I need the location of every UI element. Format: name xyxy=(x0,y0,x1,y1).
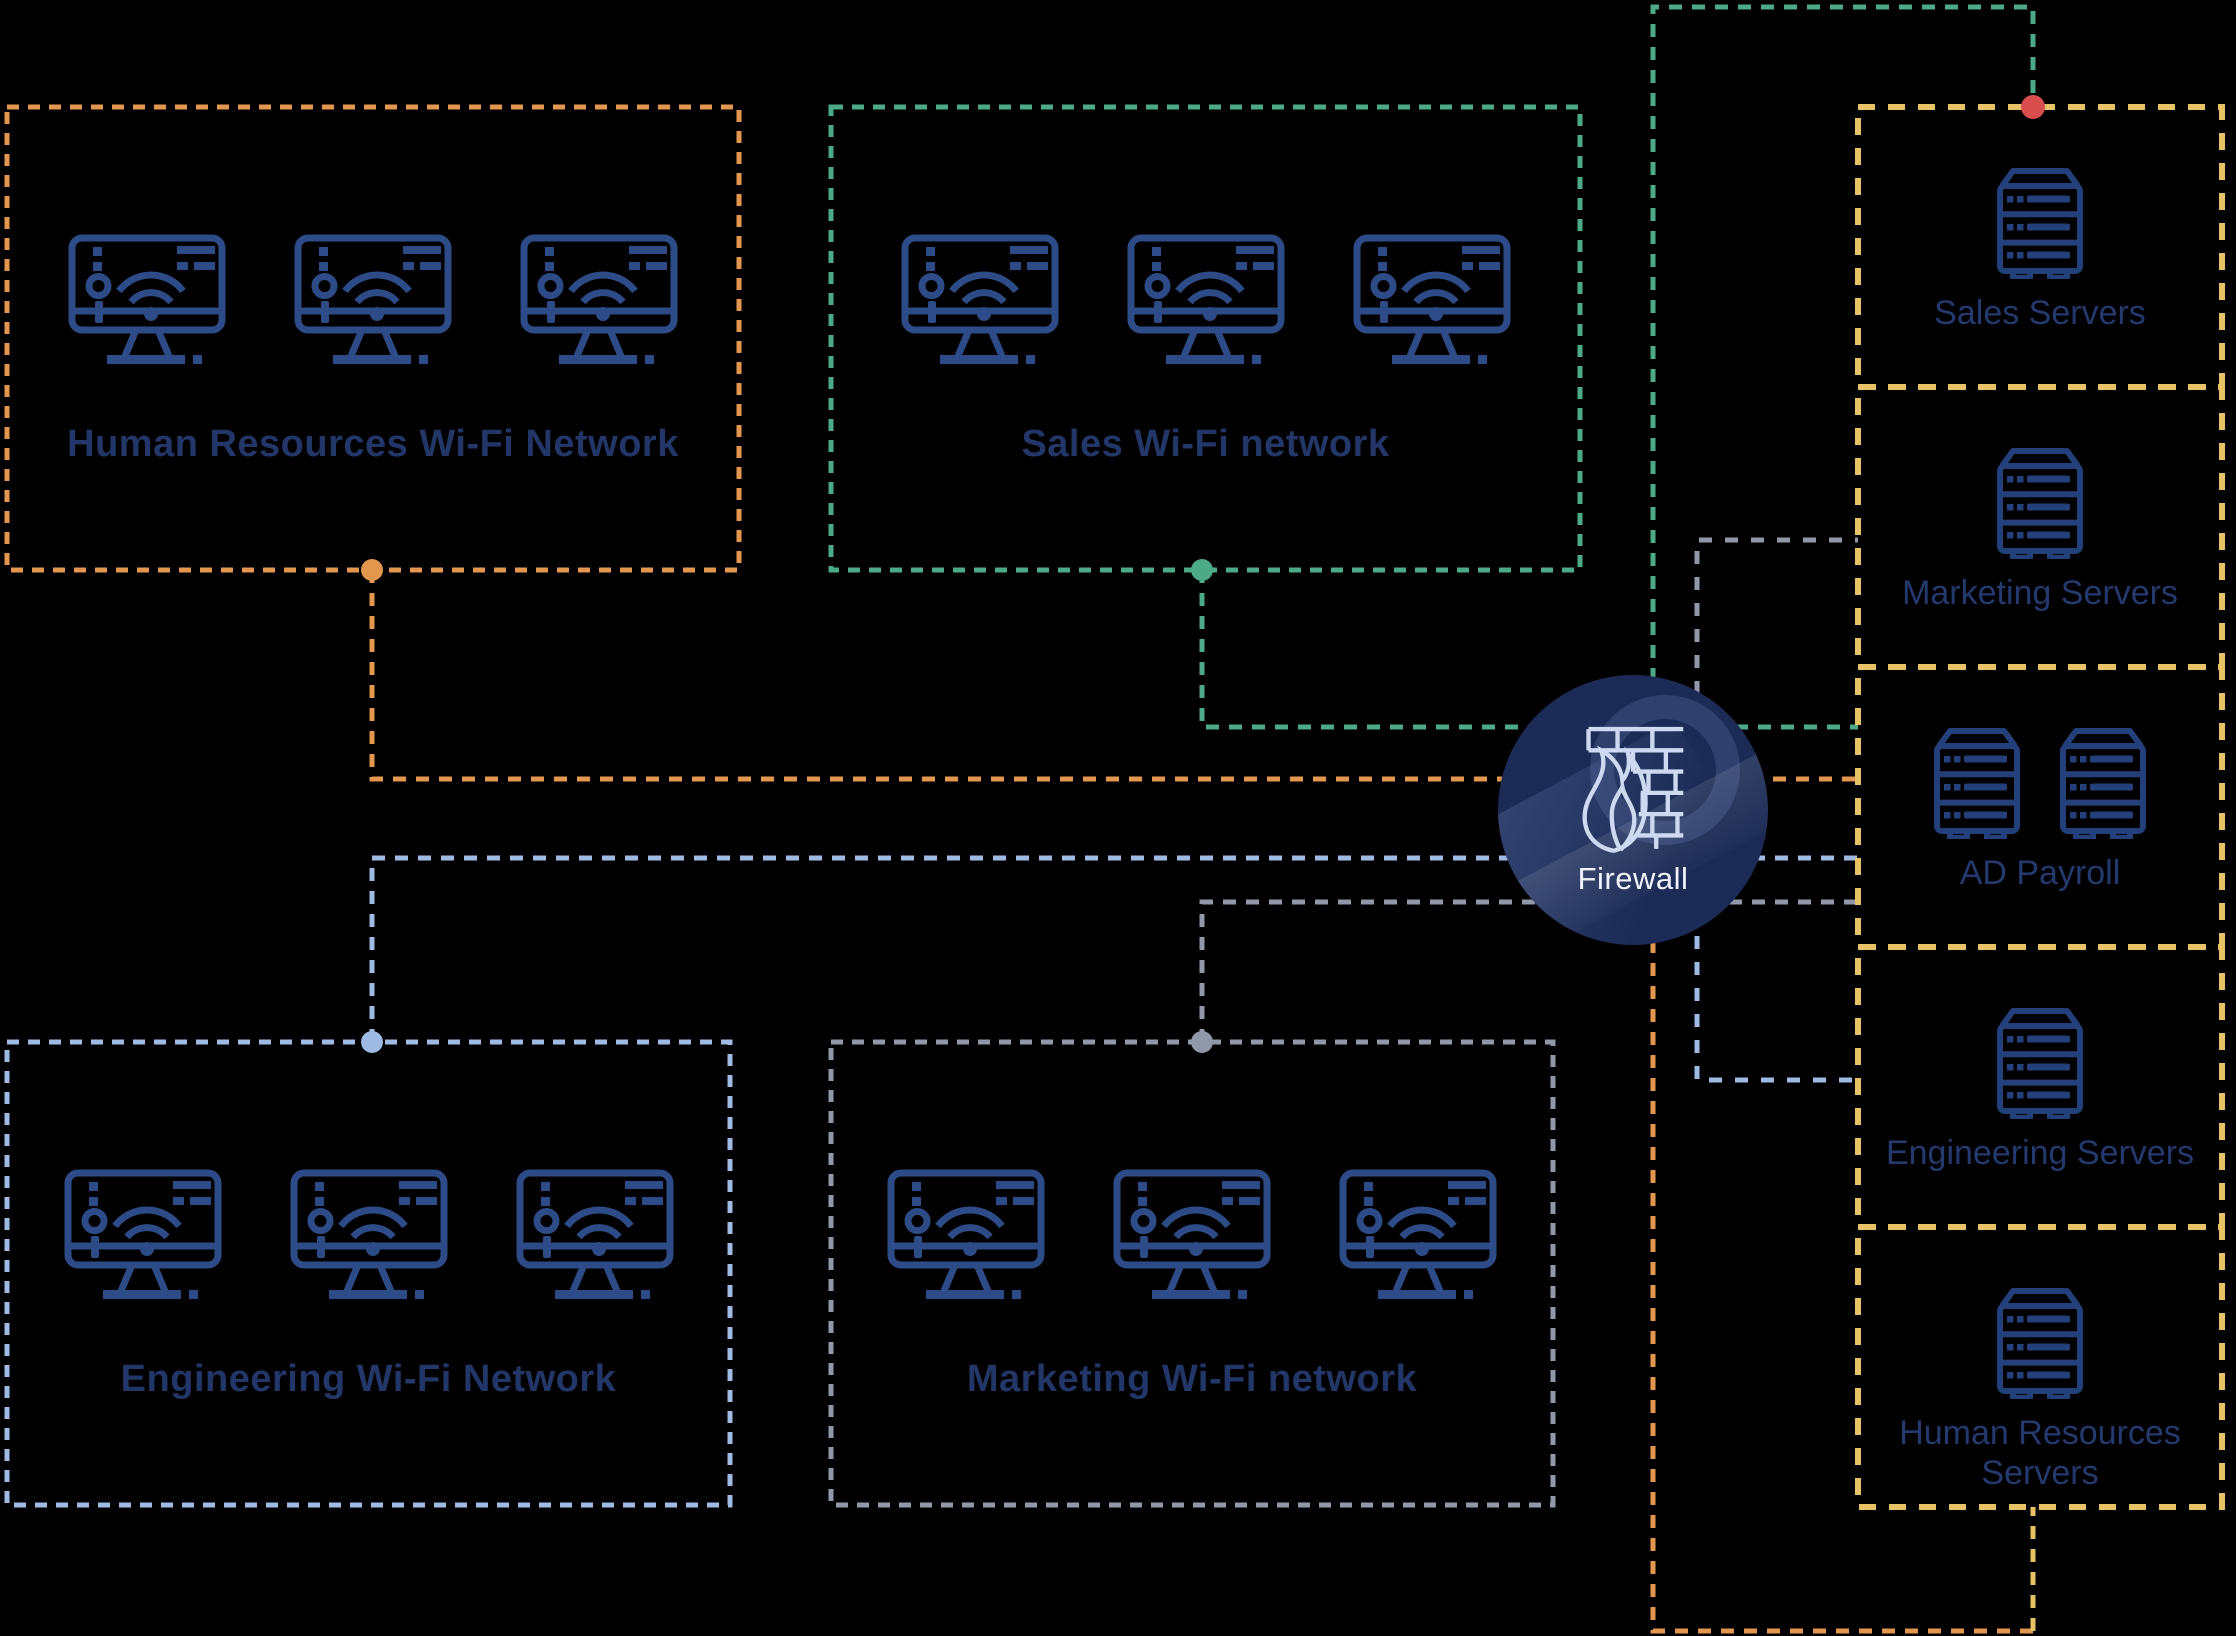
firewall-label: Firewall xyxy=(1577,861,1689,896)
wifi-computer-icon xyxy=(519,233,679,375)
engineering-wifi-to-ad-payroll-line xyxy=(369,855,1858,1042)
ad-payroll-node: AD Payroll xyxy=(1858,667,2222,947)
computer-icons-row xyxy=(67,233,679,375)
hr-wifi-network-label: Human Resources Wi-Fi Network xyxy=(67,423,679,465)
wifi-computer-icon xyxy=(900,233,1060,375)
engineering-wifi-network-node: Engineering Wi-Fi Network xyxy=(7,1042,730,1505)
wifi-computer-icon xyxy=(1338,1168,1498,1310)
server-rack-icon xyxy=(1992,1285,2088,1399)
server-icons-row xyxy=(1929,725,2151,839)
sales-wifi-network-label: Sales Wi-Fi network xyxy=(1021,423,1390,465)
server-rack-icon xyxy=(1992,1005,2088,1119)
server-rack-icon xyxy=(1992,445,2088,559)
wifi-computer-icon xyxy=(1112,1168,1272,1310)
marketing-connection-dot xyxy=(1191,1031,1213,1053)
ad-payroll-label: AD Payroll xyxy=(1959,854,2121,892)
firewall-node: Firewall xyxy=(1498,675,1768,945)
wifi-computer-icon xyxy=(67,233,227,375)
server-icons-row xyxy=(1992,1005,2088,1119)
marketing-servers-node: Marketing Servers xyxy=(1858,387,2222,667)
hr-wifi-to-hr-servers-line xyxy=(1650,779,2033,1634)
marketing-wifi-to-marketing-servers-line xyxy=(1694,537,1858,902)
marketing-wifi-network-node: Marketing Wi-Fi network xyxy=(831,1042,1553,1505)
hr-servers-box-border xyxy=(1855,1224,2225,1510)
engineering-wifi-network-label: Engineering Wi-Fi Network xyxy=(120,1358,617,1400)
computer-icons-row xyxy=(886,1168,1498,1310)
sales-wifi-to-ad-payroll-line xyxy=(1199,570,1858,730)
marketing-servers-label: Marketing Servers xyxy=(1902,574,2178,612)
computer-icons-row xyxy=(900,233,1512,375)
server-rack-icon xyxy=(1929,725,2025,839)
computer-icons-row xyxy=(63,1168,675,1310)
server-icons-row xyxy=(1992,445,2088,559)
server-icons-row xyxy=(1992,165,2088,279)
wifi-computer-icon xyxy=(1352,233,1512,375)
hr-wifi-network-node: Human Resources Wi-Fi Network xyxy=(7,107,739,570)
sales-wifi-to-sales-servers-line xyxy=(1650,4,2036,727)
wifi-computer-icon xyxy=(293,233,453,375)
marketing-wifi-network-label: Marketing Wi-Fi network xyxy=(966,1358,1418,1400)
wifi-computer-icon xyxy=(886,1168,1046,1310)
wifi-computer-icon xyxy=(63,1168,223,1310)
server-icons-row xyxy=(1992,1285,2088,1399)
server-rack-icon xyxy=(1992,165,2088,279)
engineering-servers-label: Engineering Servers xyxy=(1885,1134,2195,1172)
sales-wifi-network-node: Sales Wi-Fi network xyxy=(831,107,1580,570)
server-rack-icon xyxy=(2055,725,2151,839)
wifi-computer-icon xyxy=(289,1168,449,1310)
hr-connection-dot xyxy=(361,559,383,581)
hr-servers-node: Human Resources Servers xyxy=(1858,1227,2222,1507)
sales-servers-node: Sales Servers xyxy=(1858,107,2222,387)
hr-servers-label: Human Resources Servers xyxy=(1899,1414,2181,1492)
sales-servers-connection-dot xyxy=(2021,95,2045,119)
wifi-computer-icon xyxy=(1126,233,1286,375)
hr-wifi-to-ad-payroll-line xyxy=(369,570,1858,782)
engineering-servers-node: Engineering Servers xyxy=(1858,947,2222,1227)
sales-connection-dot xyxy=(1191,559,1213,581)
firewall-brick-flame-icon xyxy=(1575,725,1691,853)
engineering-connection-dot xyxy=(361,1031,383,1053)
sales-servers-label: Sales Servers xyxy=(1934,294,2146,332)
wifi-computer-icon xyxy=(515,1168,675,1310)
